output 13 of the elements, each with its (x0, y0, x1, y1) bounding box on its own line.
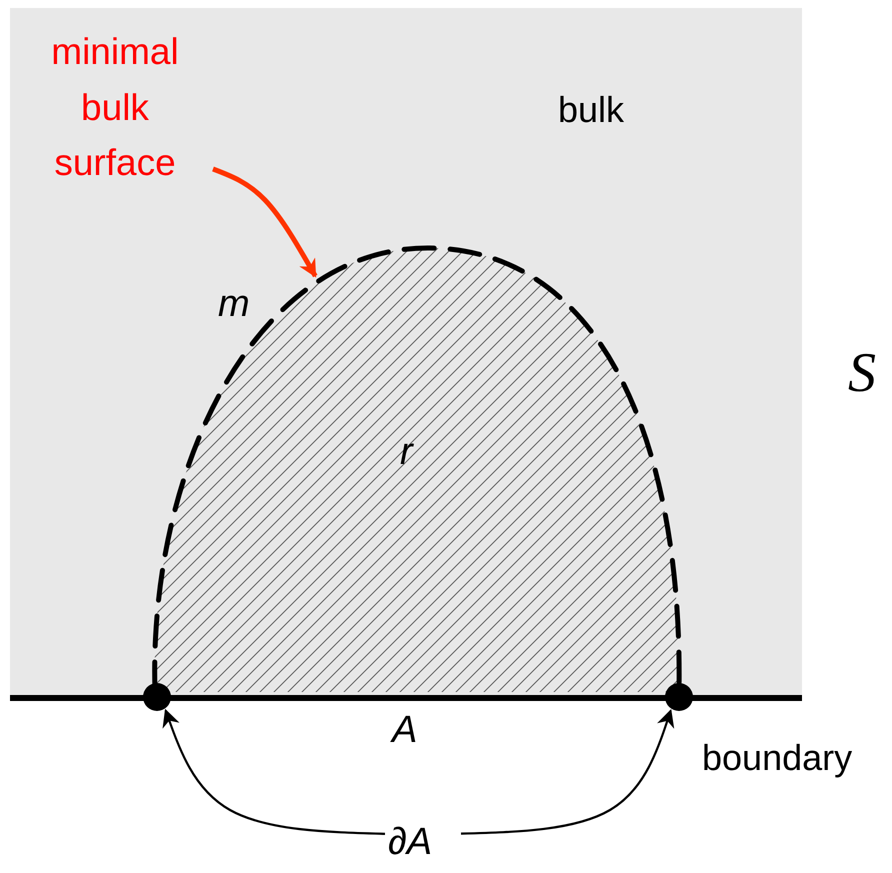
arrow (162, 708, 386, 835)
boundary-label: boundary (702, 736, 852, 780)
endpoint-dot (665, 683, 693, 711)
annotation-text: ∂A (388, 820, 458, 866)
region-label: bulk (558, 88, 624, 132)
arrow (212, 166, 318, 278)
math-symbol: S (848, 341, 876, 406)
math-symbol: A (392, 708, 418, 753)
endpoint-dot (143, 683, 171, 711)
minimal-surface-curve (152, 246, 682, 694)
math-symbol: m (218, 282, 250, 327)
annotation-text: minimal bulk surface (20, 24, 210, 190)
arrow (460, 708, 674, 835)
